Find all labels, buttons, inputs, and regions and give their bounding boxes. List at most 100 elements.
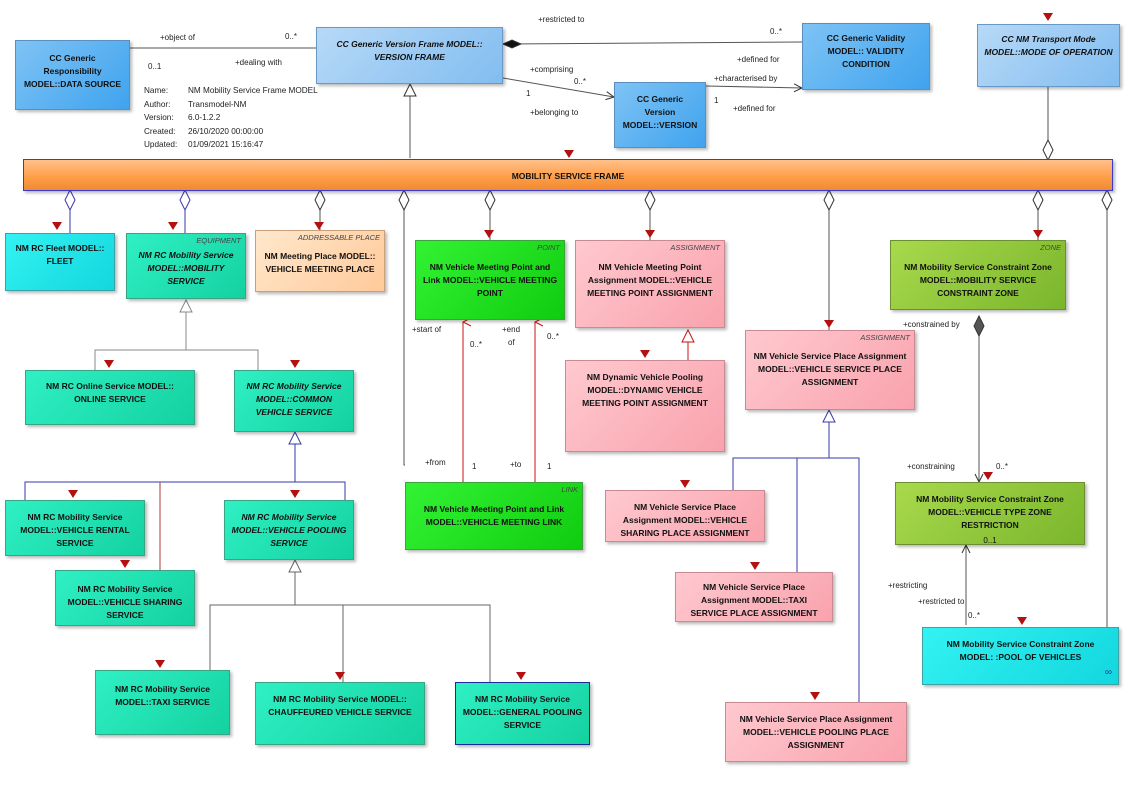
marker-flag	[680, 480, 690, 488]
class-name: NM Meeting Place MODEL:: VEHICLE MEETING…	[264, 251, 376, 274]
fleet-class[interactable]: NM RC Fleet MODEL:: FLEET	[5, 233, 115, 291]
multiplicity: 0..*	[285, 32, 298, 41]
marker-flag	[168, 222, 178, 230]
class-name: NM Vehicle Meeting Point and Link MODEL:…	[422, 262, 558, 298]
composition-diamond	[501, 39, 523, 49]
general-pooling-class[interactable]: NM RC Mobility Service MODEL::GENERAL PO…	[455, 682, 590, 745]
marker-flag	[104, 360, 114, 368]
vehicle-pooling-class[interactable]: NM RC Mobility Service MODEL::VEHICLE PO…	[224, 500, 354, 560]
vehicle-meeting-point-class[interactable]: POINT NM Vehicle Meeting Point and Link M…	[415, 240, 565, 320]
mobility-service-frame[interactable]: MOBILITY SERVICE FRAME	[23, 159, 1113, 191]
multiplicity: 0..1	[148, 62, 162, 71]
info-name: NM Mobility Service Frame MODEL	[188, 86, 318, 95]
stereotype: POINT	[537, 243, 560, 252]
marker-flag	[52, 222, 62, 230]
info-updated: 01/09/2021 15:16:47	[188, 140, 264, 149]
marker-flag	[155, 660, 165, 668]
marker-flag	[640, 350, 650, 358]
multiplicity: 1	[547, 462, 552, 471]
role-belonging-to: +belonging to	[530, 108, 579, 117]
marker-flag	[1043, 13, 1053, 21]
class-name: CC Generic Version MODEL::VERSION	[622, 94, 698, 130]
common-vehicle-service-class[interactable]: NM RC Mobility Service MODEL::COMMON VEH…	[234, 370, 354, 432]
multiplicity: 0..*	[968, 611, 981, 620]
data-source-class[interactable]: CC Generic Responsibility MODEL::DATA SO…	[15, 40, 130, 110]
class-name: CC Generic Responsibility MODEL::DATA SO…	[23, 53, 122, 89]
marker-flag	[68, 490, 78, 498]
taxi-place-assignment-class[interactable]: NM Vehicle Service Place Assignment MODE…	[675, 572, 833, 622]
type-zone-restriction-class[interactable]: NM Mobility Service Constraint Zone MODE…	[895, 482, 1085, 545]
role-characterised-by: +characterised by	[714, 74, 778, 83]
marker-flag	[120, 560, 130, 568]
class-name: NM RC Mobility Service MODEL::GENERAL PO…	[462, 694, 583, 730]
attribute: 0..1	[983, 536, 997, 545]
stereotype: ZONE	[1040, 243, 1061, 252]
marker-flag	[484, 230, 494, 238]
class-name: NM RC Mobility Service MODEL::TAXI SERVI…	[115, 684, 210, 707]
assoc-versionframe-version	[502, 77, 614, 97]
marker-flag	[810, 692, 820, 700]
marker-flag	[1017, 617, 1027, 625]
vehicle-rental-class[interactable]: NM RC Mobility Service MODEL::VEHICLE RE…	[5, 500, 145, 556]
class-name: NM Mobility Service Constraint Zone MODE…	[904, 262, 1052, 298]
stereotype: EQUIPMENT	[196, 236, 241, 245]
pooling-place-assignment-class[interactable]: NM Vehicle Service Place Assignment MODE…	[725, 702, 907, 762]
class-name: NM RC Mobility Service MODEL::MOBILITY S…	[138, 250, 234, 286]
taxi-service-class[interactable]: NM RC Mobility Service MODEL::TAXI SERVI…	[95, 670, 230, 735]
role-end: +end	[502, 325, 521, 334]
vehicle-meeting-place-class[interactable]: ADDRESSABLE PLACE NM Meeting Place MODEL:…	[255, 230, 385, 292]
marker-flag	[516, 672, 526, 680]
info-author: Transmodel-NM	[188, 99, 247, 109]
marker-flag	[750, 562, 760, 570]
sharing-place-assignment-class[interactable]: NM Vehicle Service Place Assignment MODE…	[605, 490, 765, 542]
class-name: NM RC Mobility Service MODEL:: CHAUFFEUR…	[268, 694, 412, 717]
info-created-key: Created:	[144, 126, 176, 136]
chauffeured-service-class[interactable]: NM RC Mobility Service MODEL:: CHAUFFEUR…	[255, 682, 425, 745]
class-name: NM RC Fleet MODEL:: FLEET	[15, 243, 105, 266]
stereotype: ASSIGNMENT	[670, 243, 720, 252]
constraint-zone-class[interactable]: ZONE NM Mobility Service Constraint Zone …	[890, 240, 1066, 310]
class-name: MOBILITY SERVICE FRAME	[511, 171, 625, 181]
pool-of-vehicles-class[interactable]: NM Mobility Service Constraint Zone MODE…	[922, 627, 1119, 685]
info-updated-key: Updated:	[144, 140, 178, 149]
multiplicity: 0..*	[574, 77, 587, 86]
role-restricting: +restricting	[888, 581, 928, 590]
class-name: NM Mobility Service Constraint Zone MODE…	[946, 639, 1095, 662]
multiplicity: 0..*	[470, 340, 483, 349]
role-start-of: +start of	[412, 325, 442, 334]
class-name: NM Vehicle Service Place Assignment MODE…	[620, 502, 750, 538]
stereotype: ADDRESSABLE PLACE	[297, 233, 380, 242]
mode-of-operation-class[interactable]: CC NM Transport Mode MODEL::MODE OF OPER…	[977, 24, 1120, 87]
marker-flag	[314, 222, 324, 230]
role-restricted-to: +restricted to	[538, 15, 585, 24]
info-version: 6.0-1.2.2	[188, 113, 221, 122]
info-created: 26/10/2020 00:00:00	[188, 126, 264, 136]
diagram-info: Name:NM Mobility Service Frame MODEL Aut…	[144, 84, 318, 152]
role-end-of: of	[508, 338, 515, 347]
multiplicity: 1	[526, 89, 531, 98]
dynamic-pooling-class[interactable]: NM Dynamic Vehicle Pooling MODEL::DYNAMI…	[565, 360, 725, 452]
class-name: CC Generic Version Frame MODEL:: VERSION…	[336, 39, 483, 62]
role-comprising: +comprising	[530, 65, 574, 74]
stereotype: LINK	[561, 485, 578, 494]
version-frame-class[interactable]: CC Generic Version Frame MODEL:: VERSION…	[316, 27, 503, 84]
class-name: NM Vehicle Service Place Assignment MODE…	[739, 714, 893, 750]
class-name: NM Mobility Service Constraint Zone MODE…	[916, 494, 1064, 530]
validity-condition-class[interactable]: CC Generic Validity MODEL:: VALIDITY CON…	[802, 23, 930, 90]
assoc-versionframe-validity	[502, 41, 803, 45]
class-name: NM Vehicle Service Place Assignment MODE…	[690, 582, 818, 618]
class-name: NM Vehicle Service Place Assignment MODE…	[753, 351, 907, 387]
class-name: NM RC Mobility Service MODEL::VEHICLE RE…	[20, 512, 130, 548]
online-service-class[interactable]: NM RC Online Service MODEL:: ONLINE SERV…	[25, 370, 195, 425]
class-name: NM RC Mobility Service MODEL::COMMON VEH…	[246, 381, 342, 417]
version-class[interactable]: CC Generic Version MODEL::VERSION	[614, 82, 706, 148]
class-name: CC NM Transport Mode MODEL::MODE OF OPER…	[984, 34, 1113, 57]
role-from: +from	[425, 458, 446, 467]
vehicle-sharing-class[interactable]: NM RC Mobility Service MODEL::VEHICLE SH…	[55, 570, 195, 626]
link-icon: ∞	[1104, 667, 1112, 678]
multiplicity: 1	[472, 462, 477, 471]
